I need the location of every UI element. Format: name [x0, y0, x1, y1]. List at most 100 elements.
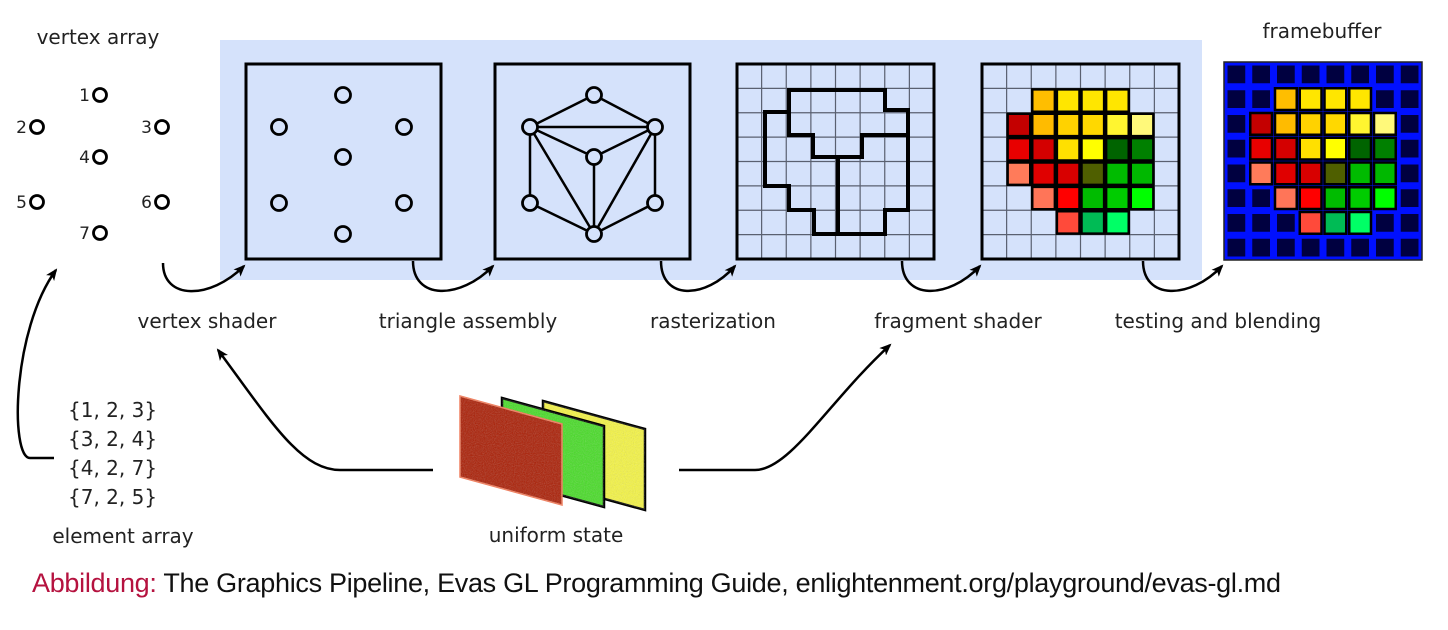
framebuffer-pixel-empty	[1227, 214, 1246, 232]
rasterized-triangle-outline	[763, 88, 910, 236]
caption-text: The Graphics Pipeline, Evas GL Programmi…	[156, 568, 1281, 598]
assembled-vertex-3	[646, 118, 664, 136]
triangle-index-4: {7, 2, 5}	[68, 485, 157, 509]
assembled-vertex-7	[585, 225, 603, 243]
vertex-point	[92, 225, 108, 241]
arrow-uniform-to-vertex-shader	[216, 348, 433, 472]
framebuffer-pixel	[1298, 161, 1323, 186]
vertex-7: 7	[79, 224, 108, 244]
framebuffer-pixel-empty	[1351, 238, 1369, 257]
fragment-cell	[1080, 185, 1106, 211]
arrow-element-array-to-vertex-array	[16, 268, 58, 460]
vertex-point	[29, 194, 45, 210]
vertex-1: 1	[79, 86, 108, 106]
stage-box-vertex-shader	[244, 62, 443, 261]
framebuffer-pixel	[1348, 87, 1373, 112]
framebuffer-pixel-empty	[1301, 238, 1320, 257]
vertex-array: vertex array 1 2 3 4 5 6 7	[16, 25, 170, 244]
framebuffer-pixel-empty	[1277, 238, 1295, 257]
framebuffer-pixel-empty	[1227, 115, 1246, 133]
vertex-array-label: vertex array	[37, 25, 160, 49]
framebuffer-pixel	[1273, 136, 1298, 161]
framebuffer-pixel	[1372, 186, 1397, 211]
vertex-4: 4	[79, 148, 108, 168]
stage-label-vertex-shader: vertex shader	[138, 309, 278, 333]
vertex-number: 1	[79, 86, 90, 106]
framebuffer-pixel-empty	[1376, 238, 1394, 257]
assembled-vertex-2	[521, 118, 539, 136]
vertex-2: 2	[16, 118, 45, 138]
arrow-to-vertex-shader	[161, 262, 246, 293]
framebuffer-pixel-empty	[1400, 139, 1419, 158]
triangle-edge-2-4	[529, 125, 595, 159]
fragment-cell	[1080, 161, 1106, 187]
framebuffer-pixel	[1298, 111, 1323, 136]
framebuffer-pixel-empty	[1252, 90, 1270, 108]
fragment-cell	[1104, 88, 1130, 113]
fragment-cell	[1104, 112, 1130, 138]
fragment-cell	[1031, 161, 1057, 187]
framebuffer-pixel	[1348, 111, 1373, 136]
framebuffer-pixel-empty	[1400, 189, 1419, 207]
uniform-state-label: uniform state	[489, 523, 624, 547]
framebuffer-pixel	[1298, 210, 1323, 235]
triangle-index-2: {3, 2, 4}	[68, 427, 157, 451]
framebuffer-pixel	[1249, 111, 1274, 136]
vertex-number: 6	[141, 193, 152, 213]
framebuffer-pixel	[1273, 111, 1298, 136]
fragment-cell	[1104, 185, 1130, 211]
framebuffer-pixel	[1273, 161, 1298, 186]
triangle-index-3: {4, 2, 7}	[68, 456, 157, 480]
stage-label-testing-and-blending: testing and blending	[1115, 309, 1322, 333]
framebuffer-pixel-empty	[1227, 65, 1246, 84]
fragment-cell	[1031, 88, 1057, 113]
fragment-cell	[1031, 112, 1057, 138]
arrow-to-fragment-shader	[900, 260, 982, 293]
framebuffer-pixel-empty	[1252, 238, 1270, 257]
framebuffer-pixel	[1372, 161, 1397, 186]
uniform-state: uniform state	[459, 395, 647, 547]
framebuffer-pixel-empty	[1227, 164, 1246, 183]
framebuffer-pixel	[1323, 186, 1348, 211]
framebuffer-pixel	[1323, 136, 1348, 161]
fragment-cell	[1055, 136, 1081, 162]
stage-box-fragment-shader	[980, 62, 1181, 261]
framebuffer-pixel-empty	[1400, 90, 1419, 108]
stage-label-fragment-shader: fragment shader	[874, 309, 1042, 333]
element-array-label: element array	[52, 524, 193, 548]
framebuffer-pixel	[1348, 186, 1373, 211]
fragment-cell	[1006, 136, 1032, 162]
fragment-cell	[1129, 112, 1155, 138]
vertex-point-3	[395, 118, 413, 136]
vertex-point	[154, 119, 170, 135]
framebuffer-pixel-empty	[1277, 214, 1295, 232]
fragment-cell	[1031, 136, 1057, 162]
fragment-cell	[1006, 112, 1032, 138]
framebuffer-pixel	[1298, 186, 1323, 211]
framebuffer-pixel	[1298, 87, 1323, 112]
arrow-to-triangle-assembly	[411, 260, 495, 293]
element-array: {1, 2, 3} {3, 2, 4} {4, 2, 7} {7, 2, 5} …	[52, 398, 193, 548]
framebuffer-pixel-empty	[1252, 65, 1270, 84]
vertex-point-5	[270, 194, 288, 212]
framebuffer-pixel	[1348, 161, 1373, 186]
fragment-cell	[1055, 185, 1081, 211]
fragment-cell	[1006, 161, 1032, 187]
vertex-point	[92, 87, 108, 103]
triangle-edge-3-4	[593, 125, 656, 159]
fragment-cell	[1104, 210, 1130, 235]
framebuffer-pixel	[1323, 111, 1348, 136]
framebuffer-pixel	[1348, 136, 1373, 161]
vertex-5: 5	[16, 193, 45, 213]
vertex-number: 3	[141, 118, 152, 138]
fragment-cell	[1080, 112, 1106, 138]
fragment-cell	[1129, 185, 1155, 211]
vertex-number: 2	[16, 118, 27, 138]
fragment-cell	[1104, 161, 1130, 187]
vertex-point-4	[334, 148, 352, 166]
framebuffer-pixel-empty	[1326, 238, 1345, 257]
vertex-point-6	[395, 194, 413, 212]
vertex-point-7	[334, 225, 352, 243]
triangle-index-1: {1, 2, 3}	[68, 398, 157, 422]
